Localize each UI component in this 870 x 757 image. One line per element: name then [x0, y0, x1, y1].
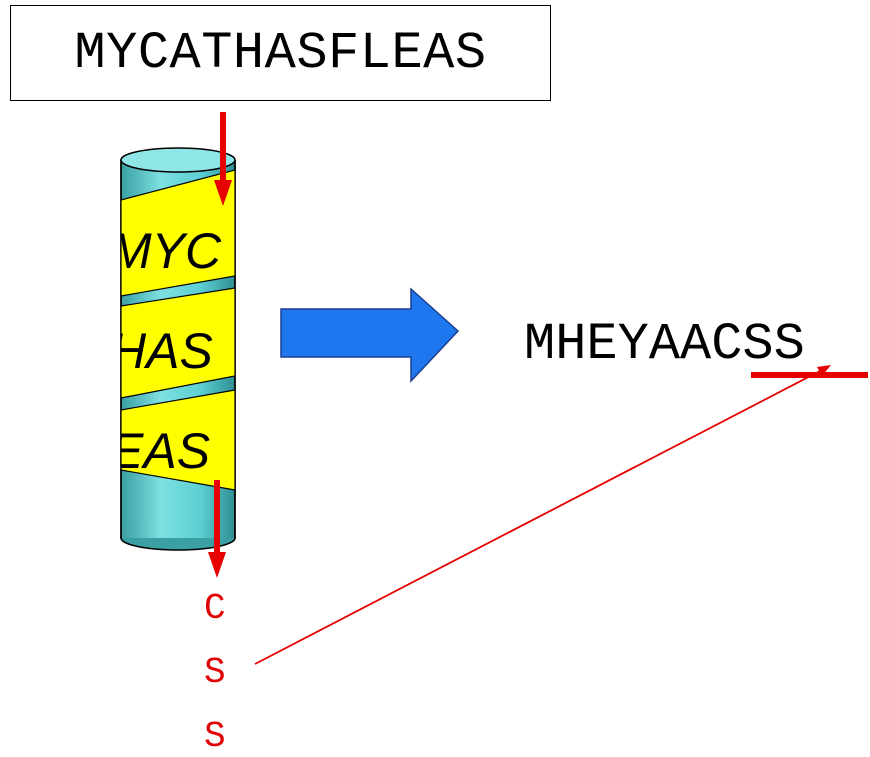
output-letter-3: S	[204, 716, 226, 757]
input-arrow	[214, 112, 232, 206]
ciphertext: MHEYAACSS	[524, 315, 805, 374]
mapping-arrow	[254, 365, 831, 665]
plaintext-box: MYCATHASFLEAS	[10, 5, 551, 101]
strip-row-2: HAS	[110, 323, 213, 379]
output-letter-2: S	[204, 652, 226, 693]
strip-row-1: MYC	[110, 223, 222, 279]
output-letter-1: C	[204, 588, 226, 629]
strip-row-3: EAS	[110, 423, 210, 479]
plaintext: MYCATHASFLEAS	[74, 23, 487, 83]
parchment-strip	[121, 169, 235, 491]
output-arrow	[208, 480, 226, 578]
transform-arrow	[280, 287, 460, 383]
